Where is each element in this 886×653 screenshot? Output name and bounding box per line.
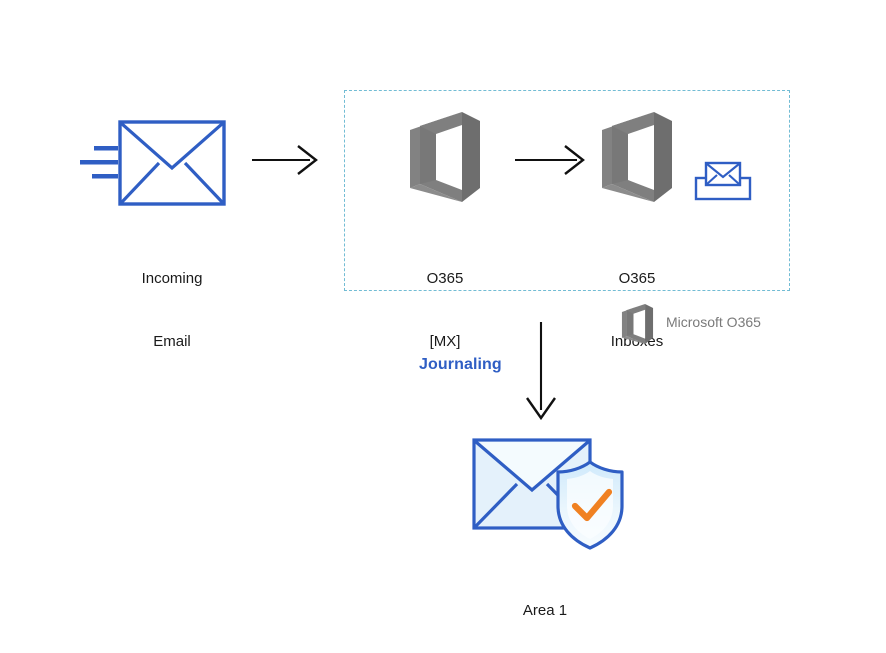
area1-label-line1: Area 1: [522, 602, 568, 619]
o365-mx-label-line1: O365: [426, 270, 464, 287]
o365-mx-label-line2: [MX]: [429, 333, 461, 350]
incoming-email-label-line1: Incoming: [141, 270, 203, 287]
shielded-envelope-icon: [472, 438, 624, 550]
incoming-email-label: Incoming Email: [110, 226, 234, 394]
arrow-right-icon: [515, 145, 585, 175]
arrow-right-icon: [252, 145, 318, 175]
office365-icon: [621, 304, 654, 344]
o365-mx-label: O365 [MX]: [385, 226, 505, 394]
o365-inboxes-label-line1: O365: [618, 270, 656, 287]
email-speed-lines-icon: [80, 146, 118, 179]
inbox-envelope-icon: [694, 161, 752, 201]
arrow-down-icon: [526, 322, 556, 421]
office365-icon: [410, 112, 480, 202]
legend-microsoft-o365-label: Microsoft O365: [666, 314, 761, 330]
office365-icon: [602, 112, 672, 202]
journaling-label: Journaling: [419, 356, 502, 373]
envelope-icon: [118, 120, 226, 206]
microsoft-o365-zone: [344, 90, 790, 291]
incoming-email-label-line2: Email: [153, 333, 191, 350]
area1-label: Area 1 email security: [468, 558, 622, 653]
